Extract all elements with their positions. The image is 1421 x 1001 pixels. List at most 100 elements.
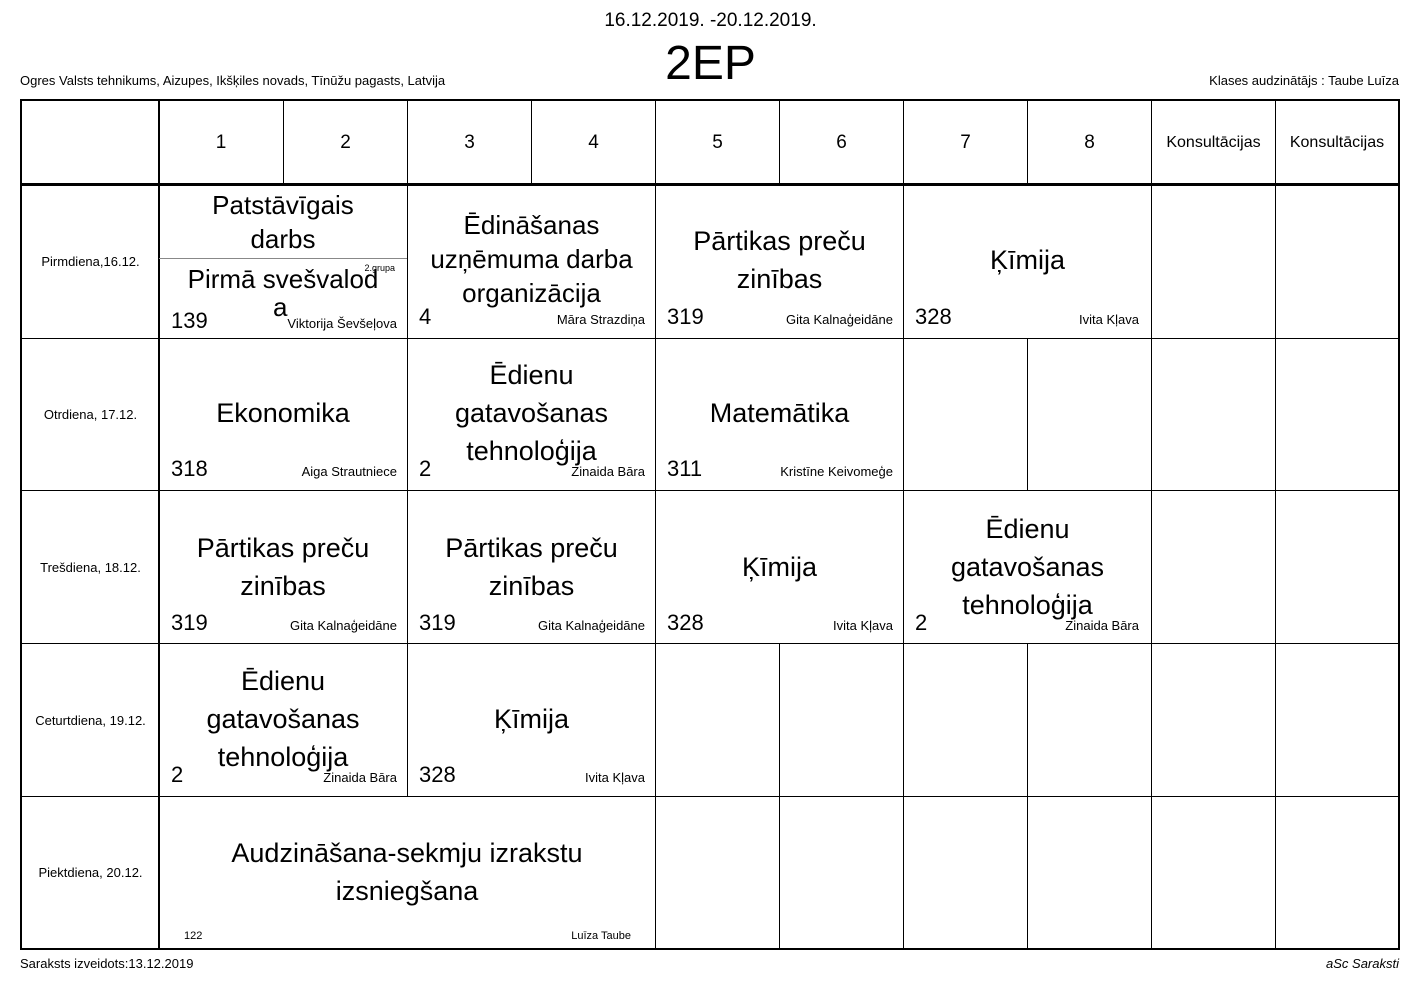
subject-name: Ekonomika	[216, 398, 350, 428]
class-title: 2EP	[665, 37, 756, 90]
row-divider	[22, 183, 1398, 186]
cell-divider	[779, 644, 780, 796]
period-header-7: 7	[960, 132, 971, 153]
subject-name: tehnoloģija	[962, 590, 1093, 620]
subject-name: zinības	[240, 571, 326, 601]
room-number: 319	[171, 610, 208, 635]
lesson-card: Ekonomika 318 Aiga Strautniece	[159, 339, 407, 490]
teacher-name: Aiga Strautniece	[301, 464, 397, 479]
teacher-name: Zinaida Bāra	[323, 770, 397, 785]
subject-name: Ķīmija	[493, 704, 569, 734]
room-number: 2	[419, 456, 432, 481]
teacher-name: Ivita Kļava	[833, 618, 893, 633]
room-number: 328	[915, 304, 952, 329]
subject-name: Pārtikas preču	[196, 533, 370, 563]
created-date: Saraksts izveidots:13.12.2019	[20, 956, 194, 971]
cell-divider	[903, 184, 904, 338]
cell-divider	[655, 644, 656, 796]
cell-divider	[655, 339, 656, 490]
room-number: 319	[667, 304, 704, 329]
col-divider	[1275, 101, 1276, 948]
subject-name: tehnoloģija	[466, 436, 597, 466]
teacher-name: Gita Kalnaģeidāne	[786, 312, 893, 327]
cell-divider	[655, 491, 656, 643]
teacher-name: Ivita Kļava	[585, 770, 645, 785]
cell-divider	[903, 797, 904, 948]
room-number: 319	[419, 610, 456, 635]
cell-divider	[407, 184, 408, 338]
cell-divider	[655, 184, 656, 338]
day-column-divider	[158, 101, 160, 948]
week-dates: 16.12.2019. -20.12.2019.	[604, 10, 817, 31]
lesson-card: Ēdināšanas uzņēmuma darba organizācija 4…	[408, 184, 655, 338]
teacher-name: Ivita Kļava	[1079, 312, 1139, 327]
day-wednesday: Trešdiena, 18.12.	[40, 559, 141, 575]
cell-divider	[903, 644, 904, 796]
period-header-8: 8	[1084, 132, 1095, 153]
room-number: 328	[667, 610, 704, 635]
day-monday: Pirmdiena,16.12.	[41, 253, 140, 269]
cell-divider	[407, 491, 408, 643]
lesson-card: Patstāvīgais darbs 2.grupa Pirmā svešval…	[159, 184, 407, 338]
cell-divider	[1027, 797, 1028, 948]
cell-divider	[1027, 644, 1028, 796]
room-number: 311	[667, 456, 703, 481]
lesson-card: Ēdienu gatavošanas tehnoloģija 2 Zinaida…	[408, 339, 655, 490]
period-header-6: 6	[836, 132, 847, 153]
row-divider	[22, 796, 1398, 797]
col-divider	[1027, 101, 1028, 184]
room-number: 4	[419, 304, 432, 329]
col-divider	[407, 101, 408, 184]
subject-name: gatavošanas	[950, 552, 1105, 582]
school-name: Ogres Valsts tehnikums, Aizupes, Ikšķile…	[20, 73, 446, 88]
consultations-header: Konsultācijas	[1289, 134, 1385, 151]
subject-name: Ēdienu	[985, 514, 1070, 544]
subject-name: a	[273, 292, 288, 322]
period-header-5: 5	[712, 132, 723, 153]
period-header-2: 2	[340, 132, 351, 153]
subject-name: Pārtikas preču	[445, 533, 618, 563]
cell-divider	[655, 797, 656, 948]
group-split-line	[159, 258, 407, 259]
timetable-grid: 1 2 3 4 5 6 7 8 Konsultācijas Konsultāci…	[20, 99, 1400, 950]
class-teacher: Klases audzinātājs : Taube Luīza	[1209, 73, 1399, 88]
period-header-1: 1	[215, 132, 227, 153]
subject-name: Ēdienu	[240, 666, 326, 696]
subject-name: darbs	[250, 224, 316, 254]
subject-name: gatavošanas	[206, 704, 360, 734]
consultations-header: Konsultācijas	[1166, 134, 1261, 151]
col-divider	[283, 101, 284, 184]
lesson-card: Pārtikas preču zinības 319 Gita Kalnaģei…	[408, 491, 655, 643]
cell-divider	[407, 644, 408, 796]
teacher-name: Luīza Taube	[571, 930, 631, 942]
col-divider	[779, 101, 780, 184]
subject-name: tehnoloģija	[217, 742, 349, 772]
subject-name: gatavošanas	[454, 398, 609, 428]
brand-label: aSc Saraksti	[1326, 956, 1399, 971]
teacher-name: Gita Kalnaģeidāne	[290, 618, 397, 633]
subject-name: uzņēmuma darba	[430, 244, 633, 274]
row-divider	[22, 643, 1398, 644]
cell-divider	[407, 339, 408, 490]
subject-name: zinības	[488, 571, 575, 601]
lesson-card: Pārtikas preču zinības 319 Gita Kalnaģei…	[159, 491, 407, 643]
subject-name: organizācija	[462, 278, 601, 308]
cell-divider	[1027, 339, 1028, 490]
subject-name: Pirmā svešvalod	[187, 264, 379, 294]
teacher-name: Viktorija Ševšeļova	[287, 316, 397, 331]
day-tuesday: Otrdiena, 17.12.	[43, 407, 138, 422]
day-thursday: Ceturtdiena, 19.12.	[35, 712, 146, 728]
group-label: 2.grupa	[364, 263, 395, 273]
period-header-4: 4	[588, 132, 599, 153]
teacher-name: Gita Kalnaģeidāne	[538, 618, 645, 633]
subject-name: Ēdienu	[489, 360, 574, 390]
lesson-card: Matemātika 311 Kristīne Keivomeģe	[656, 339, 903, 490]
subject-name: Ķīmija	[741, 552, 817, 582]
lesson-card: Ēdienu gatavošanas tehnoloģija 2 Zinaida…	[904, 491, 1151, 643]
subject-name: zinības	[736, 264, 823, 294]
room-number: 2	[171, 762, 184, 787]
row-divider	[22, 338, 1398, 339]
teacher-name: Zinaida Bāra	[1065, 618, 1139, 633]
subject-name: Audzināšana-sekmju izrakstu	[231, 838, 583, 868]
col-divider	[531, 101, 532, 184]
